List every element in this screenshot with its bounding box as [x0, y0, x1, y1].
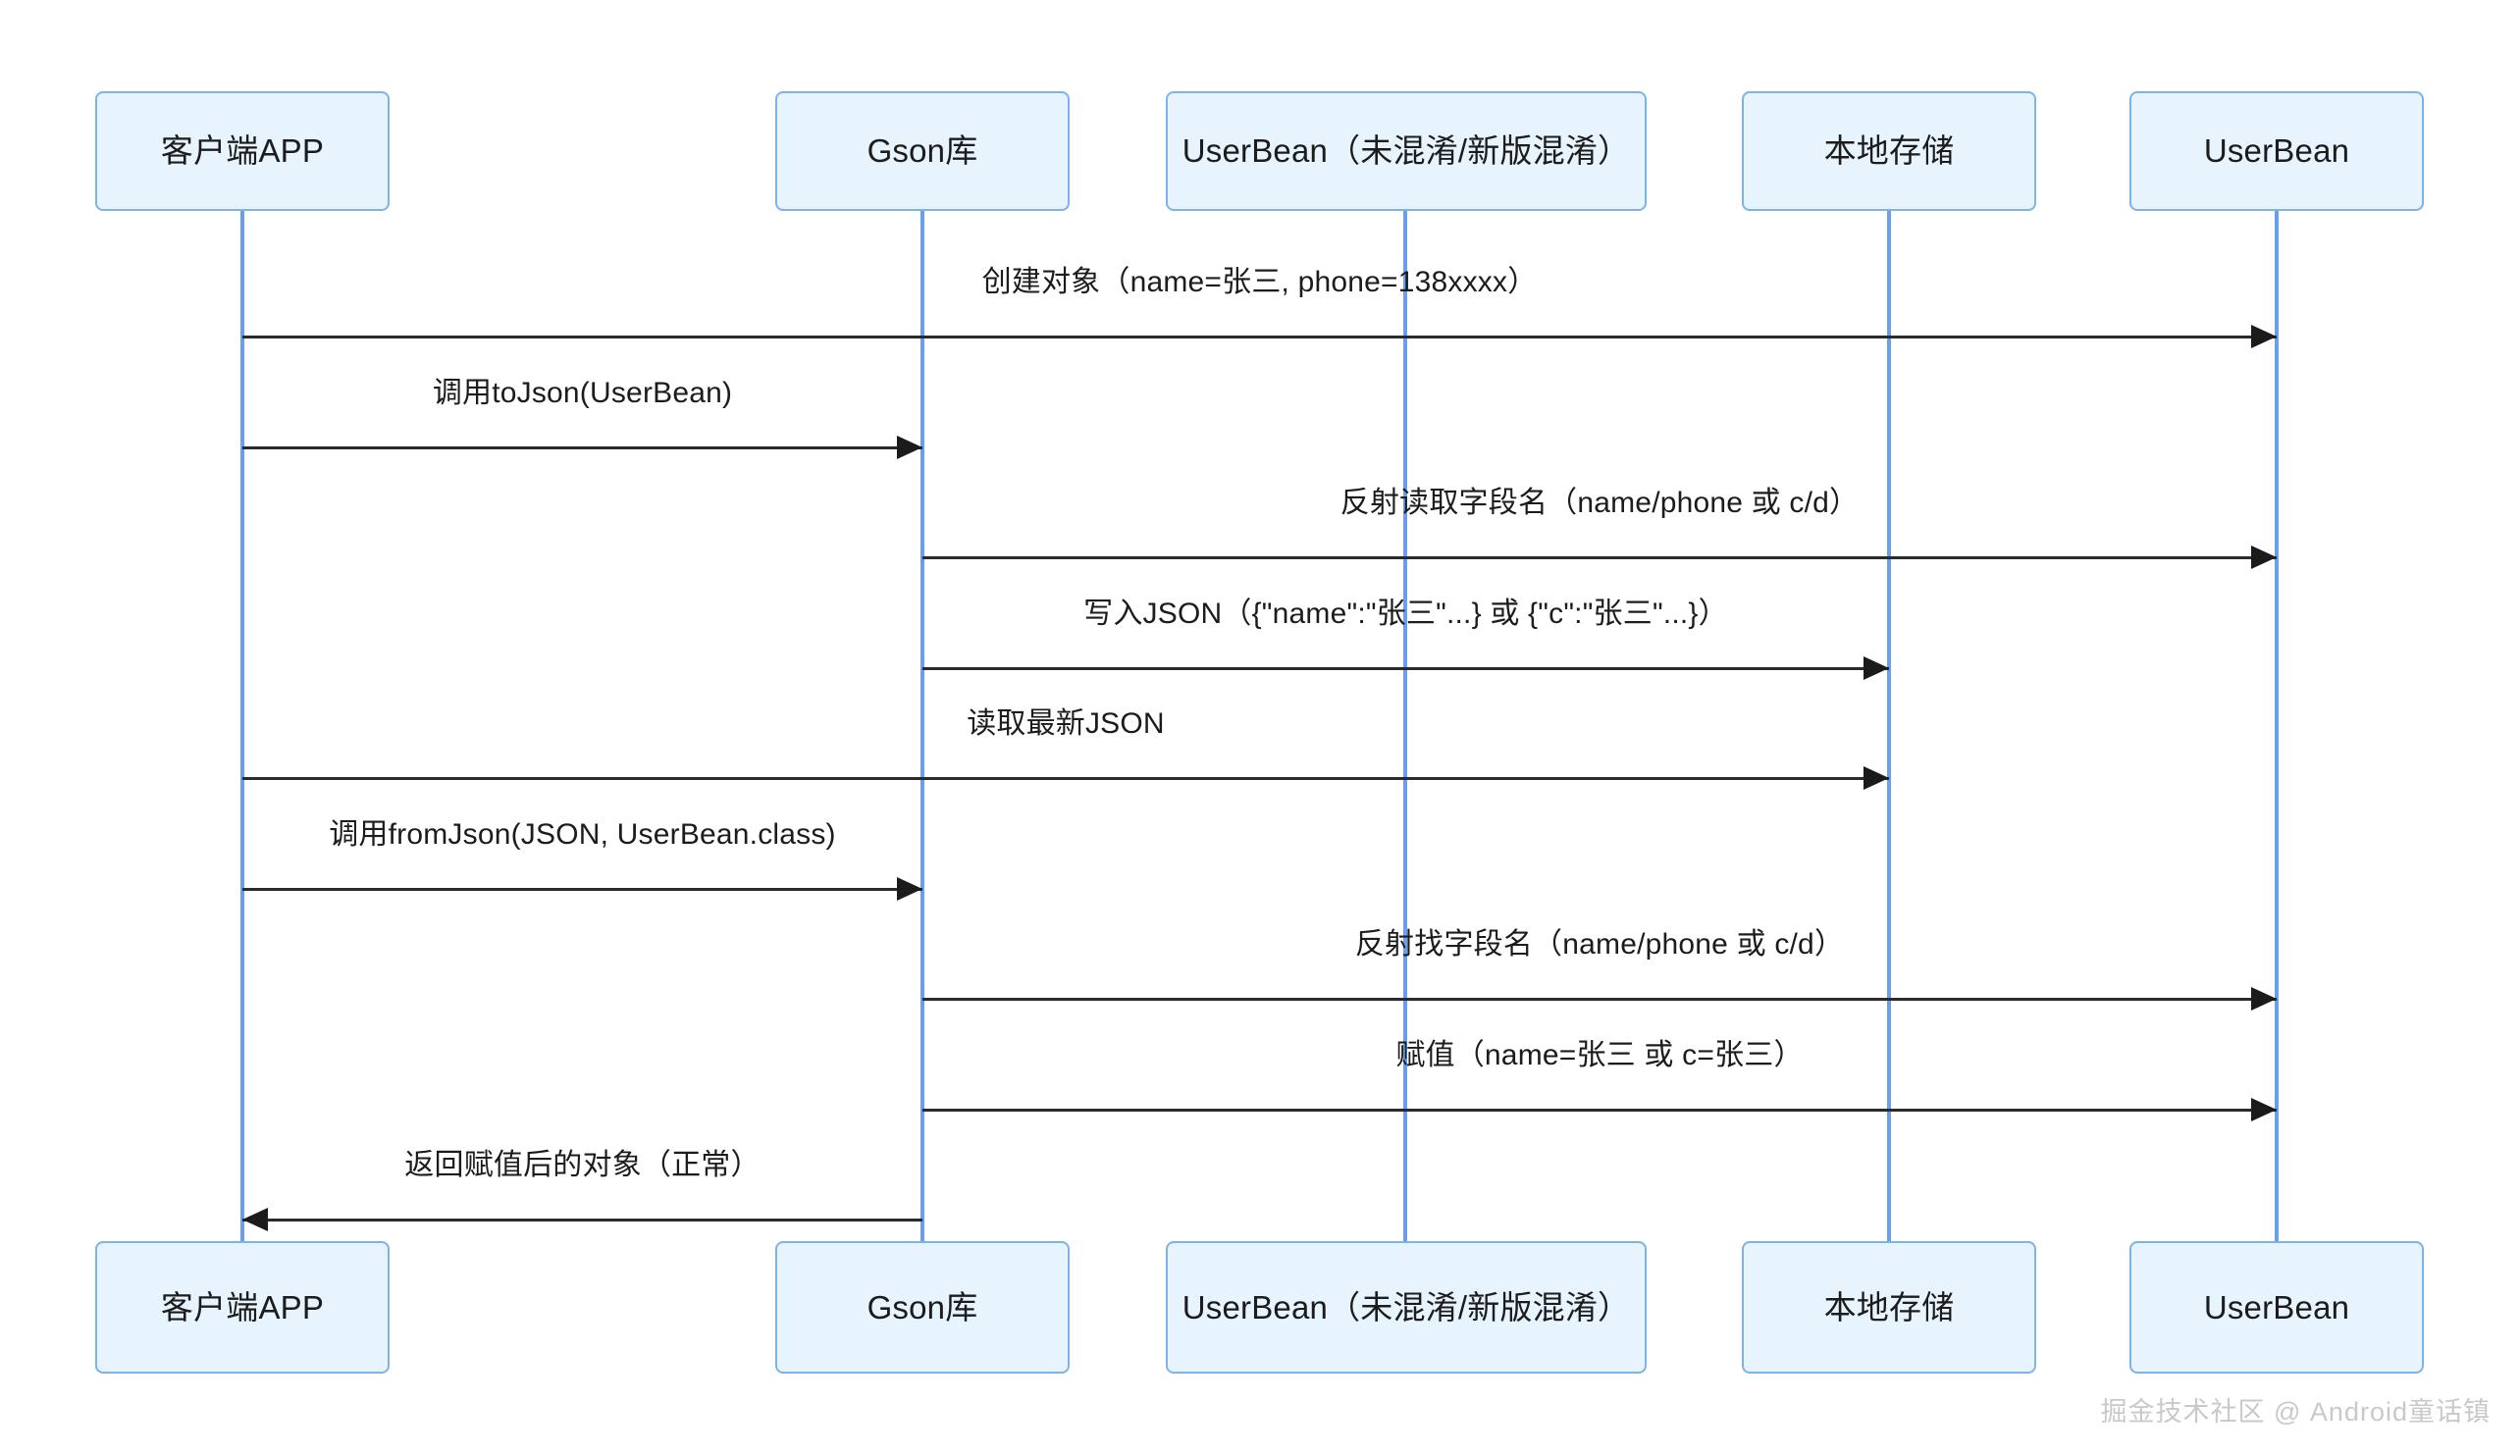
- participant-header-client[interactable]: 客户端APP: [95, 91, 390, 211]
- participant-header-userbean_b[interactable]: UserBean: [2129, 91, 2424, 211]
- arrow-head-1: [2251, 325, 2277, 348]
- message-line-9: [242, 1219, 922, 1222]
- arrow-head-6: [897, 877, 922, 901]
- message-line-4: [922, 667, 1889, 670]
- participant-footer-userbean_b[interactable]: UserBean: [2129, 1241, 2424, 1374]
- participant-header-storage[interactable]: 本地存储: [1742, 91, 2036, 211]
- message-line-6: [242, 888, 922, 891]
- arrow-head-2: [897, 436, 922, 459]
- participant-footer-client[interactable]: 客户端APP: [95, 1241, 390, 1374]
- message-label-7: 反射找字段名（name/phone 或 c/d）: [1354, 928, 1845, 961]
- message-label-5: 读取最新JSON: [967, 707, 1165, 740]
- message-label-1: 创建对象（name=张三, phone=138xxxx）: [981, 266, 1538, 298]
- arrow-head-3: [2251, 546, 2277, 569]
- watermark: 掘金技术社区 @ Android童话镇: [2100, 1397, 2491, 1427]
- lifeline-userbean_a: [1403, 211, 1407, 1241]
- arrow-head-8: [2251, 1098, 2277, 1121]
- message-label-4: 写入JSON（{"name":"张三"...} 或 {"c":"张三"...}）: [1083, 598, 1728, 630]
- message-line-2: [242, 446, 922, 449]
- participant-header-userbean_a[interactable]: UserBean（未混淆/新版混淆）: [1166, 91, 1647, 211]
- lifeline-storage: [1887, 211, 1891, 1241]
- lifeline-userbean_b: [2275, 211, 2279, 1241]
- lifeline-client: [240, 211, 244, 1241]
- participant-footer-userbean_a[interactable]: UserBean（未混淆/新版混淆）: [1166, 1241, 1647, 1374]
- message-label-2: 调用toJson(UserBean): [432, 377, 733, 409]
- participant-header-gson[interactable]: Gson库: [775, 91, 1070, 211]
- message-line-8: [922, 1109, 2277, 1112]
- message-line-1: [242, 336, 2277, 338]
- message-label-9: 返回赋值后的对象（正常）: [404, 1149, 761, 1181]
- arrow-head-5: [1864, 766, 1889, 790]
- message-label-6: 调用fromJson(JSON, UserBean.class): [329, 818, 836, 851]
- arrow-head-9: [242, 1208, 268, 1231]
- message-label-8: 赋值（name=张三 或 c=张三）: [1395, 1039, 1804, 1071]
- message-line-3: [922, 556, 2277, 559]
- participant-footer-gson[interactable]: Gson库: [775, 1241, 1070, 1374]
- lifeline-gson: [920, 211, 924, 1241]
- message-line-5: [242, 777, 1889, 780]
- message-label-3: 反射读取字段名（name/phone 或 c/d）: [1339, 487, 1860, 519]
- participant-footer-storage[interactable]: 本地存储: [1742, 1241, 2036, 1374]
- arrow-head-7: [2251, 987, 2277, 1011]
- message-line-7: [922, 998, 2277, 1001]
- arrow-head-4: [1864, 656, 1889, 680]
